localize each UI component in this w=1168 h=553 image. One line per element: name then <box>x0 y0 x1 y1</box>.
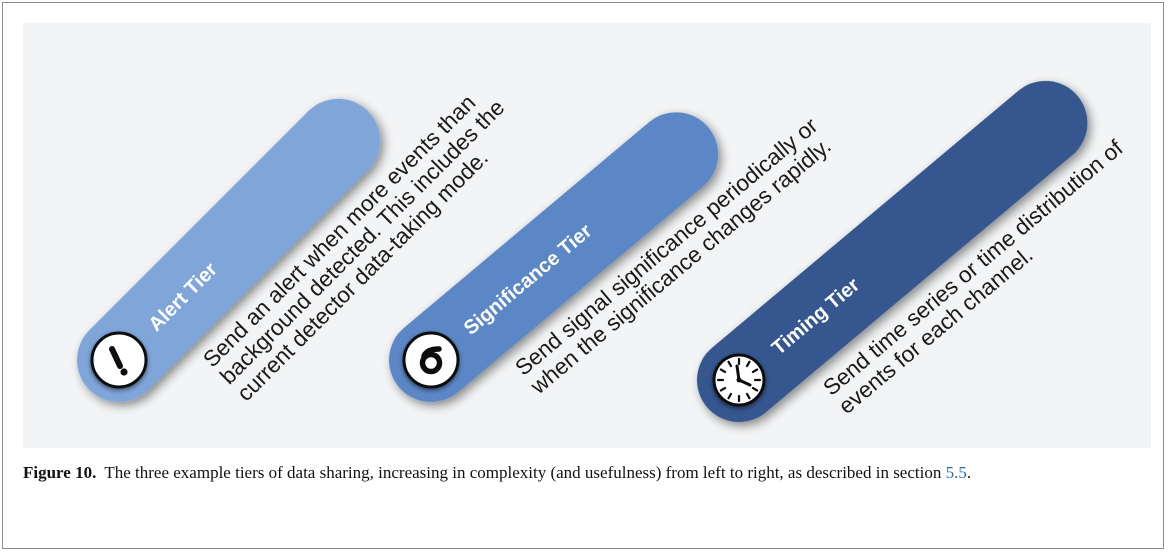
figure-caption: Figure 10. The three example tiers of dat… <box>23 461 1143 485</box>
section-link[interactable]: 5.5 <box>945 463 967 482</box>
sigma-icon <box>402 331 460 389</box>
figure-label: Figure 10. <box>23 463 97 482</box>
timing-tier: Timing Tier Send time series or time dis… <box>697 80 1128 422</box>
timing-tier-pill <box>697 80 1088 422</box>
exclamation-icon <box>90 331 148 389</box>
clock-icon <box>712 353 766 407</box>
alert-tier-pill <box>77 98 381 402</box>
tiers-diagram: Alert Tier Send an alert when more event… <box>77 80 1128 422</box>
significance-tier-pill <box>389 112 719 402</box>
caption-end: . <box>966 463 972 482</box>
caption-text: The three example tiers of data sharing,… <box>104 463 946 482</box>
figure-image: Alert Tier Send an alert when more event… <box>23 23 1151 448</box>
